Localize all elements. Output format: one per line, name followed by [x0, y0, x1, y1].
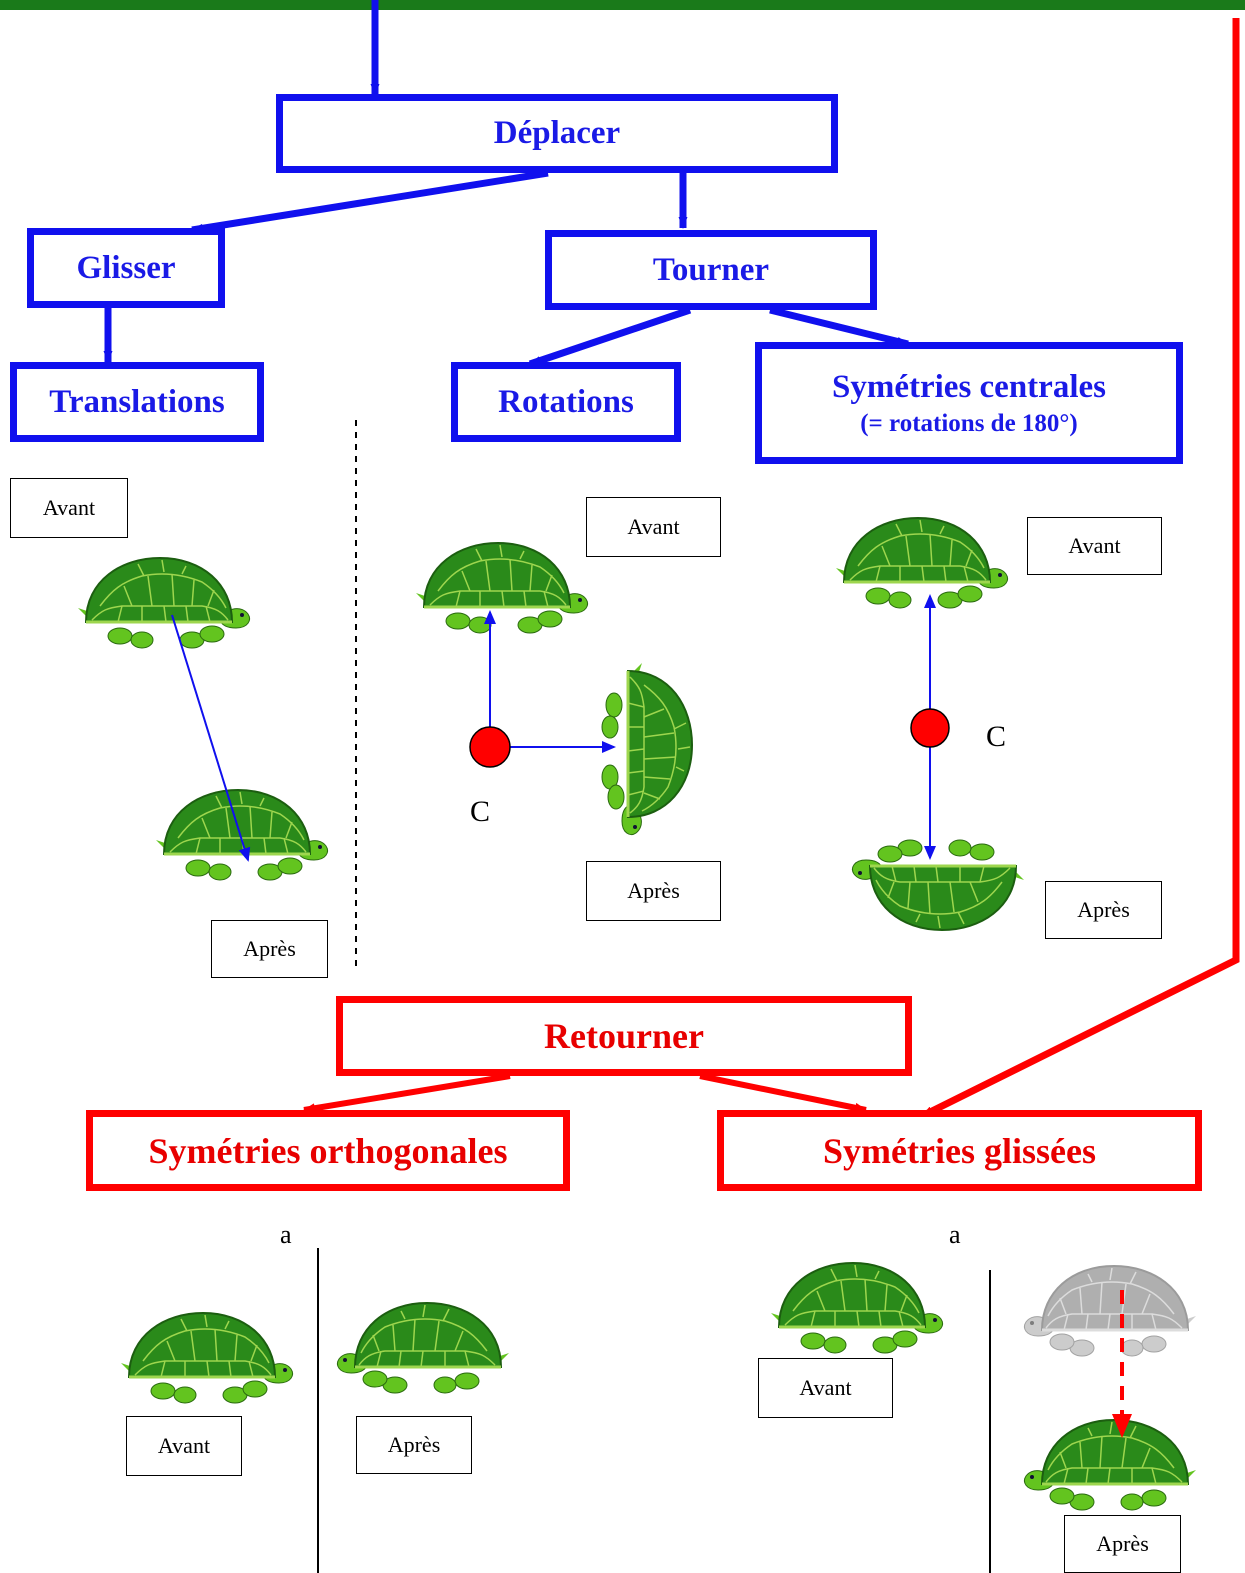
node-symetries-centrales-label: Symétries centrales — [832, 368, 1106, 405]
turtle-icon-central-after — [851, 838, 1026, 932]
label-orthogonal-apres: Après — [356, 1416, 472, 1474]
center-point-icon-rotation — [469, 726, 511, 768]
turtle-icon-translation-before — [76, 556, 251, 650]
turtle-icon-central-before — [834, 516, 1009, 610]
arrow-retourner-to-glissees — [699, 1073, 867, 1113]
label-rotation-avant: Avant — [586, 497, 721, 557]
node-symetries-glissees-label: Symétries glissées — [823, 1130, 1096, 1171]
turtle-icon-orthogonal-before — [119, 1311, 294, 1405]
label-central-avant: Avant — [1027, 517, 1162, 575]
node-symetries-centrales-note: (= rotations de 180°) — [860, 409, 1078, 437]
turtle-icon-glide-before — [769, 1261, 944, 1355]
turtle-icon-rotation-before — [414, 541, 589, 635]
node-symetries-centrales: Symétries centrales (= rotations de 180°… — [755, 342, 1183, 464]
top-bar — [0, 0, 1245, 10]
arrow-tourner-to-rotations — [528, 306, 692, 368]
label-center-central: C — [986, 720, 1007, 753]
label-orthogonal-avant: Avant — [126, 1416, 242, 1476]
turtle-icon-glide-ghost — [1023, 1264, 1198, 1358]
turtle-icon-translation-after — [154, 788, 329, 882]
turtle-icon-glide-after — [1023, 1418, 1198, 1512]
translation-vector-arrow — [171, 614, 251, 862]
node-symetries-orthogonales-label: Symétries orthogonales — [148, 1130, 508, 1171]
node-rotations-label: Rotations — [498, 383, 634, 420]
arrow-deplacer-to-glisser — [191, 169, 549, 234]
node-glisser: Glisser — [27, 228, 225, 308]
label-axis-orthogonal: a — [280, 1220, 292, 1249]
label-glide-avant: Avant — [758, 1358, 893, 1418]
node-symetries-glissees: Symétries glissées — [717, 1110, 1202, 1191]
label-center-rotation: C — [470, 795, 491, 828]
label-translation-avant: Avant — [10, 478, 128, 538]
turtle-icon-rotation-after — [600, 661, 694, 836]
arrow-retourner-to-orthogonales — [303, 1073, 511, 1114]
label-axis-glide: a — [949, 1220, 961, 1249]
arrow-tourner-to-symetries-centrales — [769, 306, 909, 348]
node-deplacer-label: Déplacer — [493, 115, 621, 151]
label-translation-apres: Après — [211, 920, 328, 978]
node-glisser-label: Glisser — [76, 249, 176, 286]
node-rotations: Rotations — [451, 362, 681, 442]
center-point-icon-central — [910, 708, 950, 748]
node-deplacer: Déplacer — [276, 94, 838, 173]
red-return-arrow — [920, 18, 1240, 1120]
label-central-apres: Après — [1045, 881, 1162, 939]
turtle-icon-orthogonal-after — [336, 1301, 511, 1395]
node-tourner-label: Tourner — [652, 251, 770, 288]
node-tourner: Tourner — [545, 230, 877, 310]
node-symetries-orthogonales: Symétries orthogonales — [86, 1110, 570, 1191]
label-rotation-apres: Après — [586, 861, 721, 921]
node-retourner: Retourner — [336, 996, 912, 1076]
label-glide-apres: Après — [1064, 1515, 1181, 1573]
node-translations: Translations — [10, 362, 264, 442]
node-retourner-label: Retourner — [544, 1016, 704, 1056]
node-translations-label: Translations — [49, 383, 225, 420]
